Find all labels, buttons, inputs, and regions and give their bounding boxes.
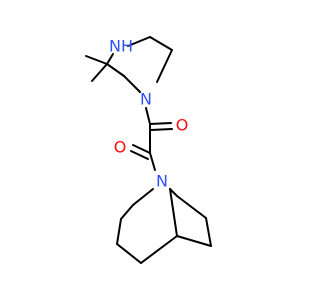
bond-bridge-1 xyxy=(176,235,212,247)
bond-n-ch2 xyxy=(123,75,141,93)
bond-cq-nh xyxy=(106,53,114,65)
azabicyclooctane-ring xyxy=(116,188,212,264)
piperazine-ring xyxy=(85,36,173,93)
bond-c-c xyxy=(149,36,173,51)
bond-ring-4 xyxy=(140,235,178,264)
bond-upper-co-2 xyxy=(150,128,173,131)
bond-bridge-3 xyxy=(176,195,207,219)
label-o-lower: O xyxy=(114,138,127,157)
label-n-piperazine: N xyxy=(140,90,152,109)
atom-labels: NH N O O N xyxy=(109,37,188,191)
oxalyl-linker xyxy=(130,107,173,171)
bond-ring-3 xyxy=(116,243,142,264)
bond-carbonyl-n-bridge xyxy=(149,152,156,171)
bond-n-carbonyl xyxy=(145,107,151,125)
bond-methyl-2 xyxy=(91,63,108,82)
bond-c-n xyxy=(156,49,173,83)
label-n-bridge: N xyxy=(156,172,168,191)
label-nh: NH xyxy=(109,37,133,56)
bond-ring-1 xyxy=(120,204,134,220)
bond-upper-co-1 xyxy=(149,122,172,125)
bond-ch2-cq xyxy=(106,63,125,77)
bond-n-bridgehead-right xyxy=(169,188,178,237)
bond-lower-co-1 xyxy=(132,144,151,154)
bond-methyl-1 xyxy=(85,55,108,65)
bond-ring-2 xyxy=(116,218,122,245)
label-o-upper: O xyxy=(176,116,189,135)
bond-n-bridgehead-left xyxy=(132,188,154,206)
bond-nh-c xyxy=(127,36,151,47)
bond-lower-co-2 xyxy=(130,150,149,160)
bond-bridge-4 xyxy=(169,188,178,197)
chemical-structure: NH N O O N xyxy=(85,36,212,264)
bond-bridge-2 xyxy=(205,217,212,247)
